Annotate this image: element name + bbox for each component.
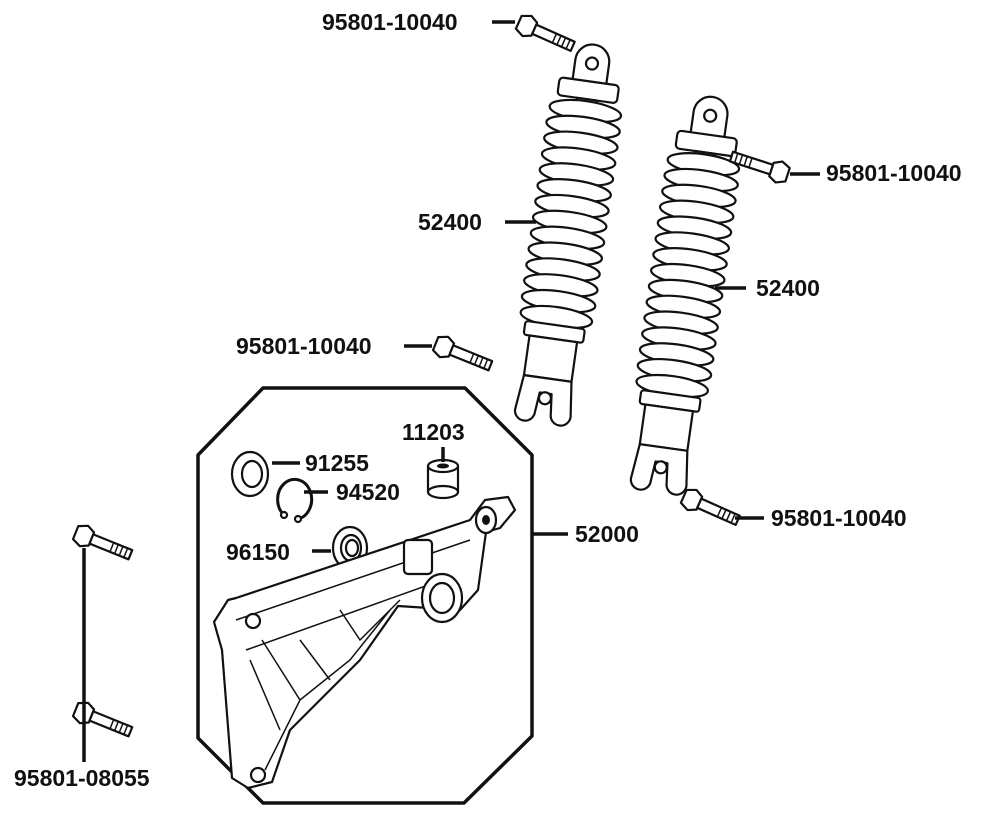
circlip xyxy=(276,477,314,521)
bolt-icon xyxy=(513,11,579,58)
label-shock-right: 52400 xyxy=(756,275,820,301)
label-seal: 91255 xyxy=(305,450,369,476)
label-bearing: 96150 xyxy=(226,539,290,565)
label-bolt-left-mid: 95801-10040 xyxy=(236,333,372,359)
label-bolt-right-bottom: 95801-10040 xyxy=(771,505,907,531)
label-bolt-top: 95801-10040 xyxy=(322,9,458,35)
bolt-icon xyxy=(678,485,744,532)
oil-seal xyxy=(230,450,270,498)
label-bolt-right-top: 95801-10040 xyxy=(826,160,962,186)
label-circlip: 94520 xyxy=(336,479,400,505)
shock-absorber-right xyxy=(629,95,741,496)
bolt-icon xyxy=(430,332,496,378)
assembly-frame xyxy=(196,386,534,805)
label-arm: 52000 xyxy=(575,521,639,547)
bolt-icon xyxy=(70,698,136,744)
label-bush: 11203 xyxy=(402,419,465,445)
leader-lines xyxy=(82,20,820,762)
label-shock-left: 52400 xyxy=(418,209,482,235)
label-bolts-left: 95801-08055 xyxy=(14,765,150,791)
swing-arm xyxy=(212,495,517,790)
bolt-icon xyxy=(70,521,136,567)
bush xyxy=(426,458,460,500)
shock-absorber-left xyxy=(514,43,623,427)
